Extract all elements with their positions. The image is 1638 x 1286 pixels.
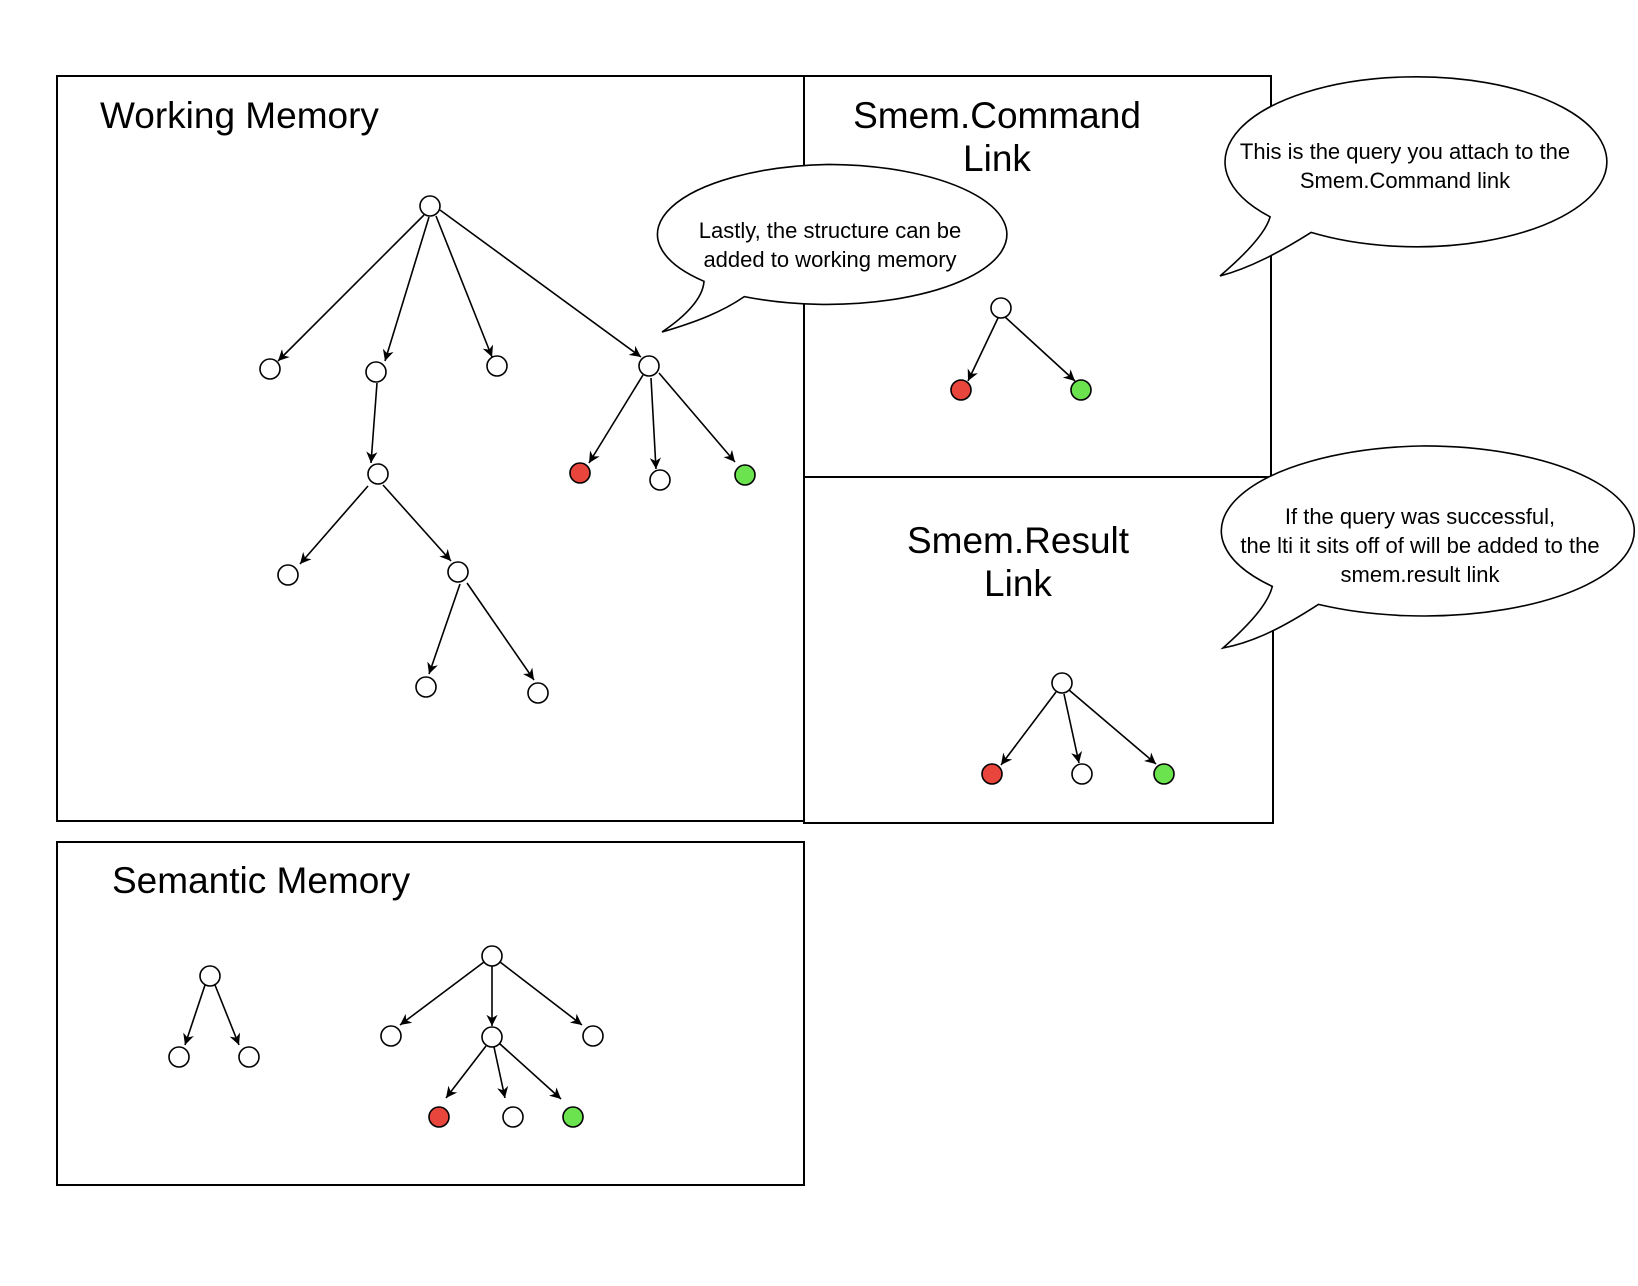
working-memory-edges <box>277 209 736 681</box>
tree-node-green <box>562 1106 584 1128</box>
callout-line: the lti it sits off of will be added to … <box>1240 533 1599 558</box>
tree-node <box>380 1025 402 1047</box>
speech-bubble <box>1219 75 1608 277</box>
tree-node-green <box>1070 379 1092 401</box>
tree-edge <box>588 374 644 464</box>
tree-node <box>486 355 508 377</box>
smem-command-callout: This is the query you attach to the Smem… <box>1219 75 1608 277</box>
tree-node <box>502 1106 524 1128</box>
tree-edge <box>445 1045 487 1099</box>
tree-node-red <box>428 1106 450 1128</box>
callout-line: This is the query you attach to the <box>1240 139 1570 164</box>
tree-edge <box>967 317 999 382</box>
callout-line: Smem.Command link <box>1300 168 1511 193</box>
tree-edge <box>399 961 485 1026</box>
tree-node <box>1051 672 1073 694</box>
tree-edge <box>649 377 661 470</box>
tree-edge <box>427 583 461 675</box>
tree-node <box>419 195 441 217</box>
smem-command-tree <box>950 297 1092 401</box>
tree-node <box>168 1046 190 1068</box>
callout-line: If the query was successful, <box>1285 504 1555 529</box>
tree-node <box>415 676 437 698</box>
tree-node <box>365 361 387 383</box>
tree-edge <box>214 984 241 1046</box>
tree-node <box>481 945 503 967</box>
tree-node <box>527 682 549 704</box>
working-memory-panel <box>56 75 805 822</box>
tree-edge <box>1063 693 1083 764</box>
tree-edge <box>435 215 494 358</box>
tree-node <box>447 561 469 583</box>
tree-edge <box>466 582 535 681</box>
tree-edge <box>499 1043 562 1100</box>
smem-result-panel <box>803 476 1274 824</box>
semantic-memory-title: Semantic Memory <box>112 860 411 901</box>
tree-edge <box>658 372 736 463</box>
tree-edge <box>183 984 206 1046</box>
tree-node <box>238 1046 260 1068</box>
callout-line: Lastly, the structure can be <box>699 218 962 243</box>
smem-command-title-line2: Link <box>963 138 1031 179</box>
tree-node-red <box>950 379 972 401</box>
smem-result-title-line1: Smem.Result <box>907 520 1130 561</box>
working-memory-title: Working Memory <box>100 95 379 136</box>
tree-node-red <box>981 763 1003 785</box>
callout-line: added to working memory <box>703 247 956 272</box>
working-memory-tree <box>259 195 756 704</box>
tree-node-red <box>569 462 591 484</box>
tree-edge <box>439 209 642 358</box>
smem-result-callout: If the query was successful, the lti it … <box>1220 445 1636 650</box>
tree-node <box>649 469 671 491</box>
tree-node <box>990 297 1012 319</box>
smem-result-title-line2: Link <box>984 563 1052 604</box>
tree-node <box>582 1025 604 1047</box>
callout-line: smem.result link <box>1341 562 1501 587</box>
tree-edge <box>1068 689 1157 765</box>
tree-edge <box>366 382 378 464</box>
tree-edge <box>277 214 425 362</box>
tree-node <box>259 358 281 380</box>
tree-edge <box>1003 315 1076 382</box>
semantic-memory-large-tree <box>380 945 604 1128</box>
tree-node-green <box>734 464 756 486</box>
smem-result-tree <box>981 672 1175 785</box>
tree-node <box>199 965 221 987</box>
tree-edge <box>382 484 452 562</box>
smem-command-title-line1: Smem.Command <box>853 95 1141 136</box>
tree-edge <box>1000 691 1057 766</box>
tree-node <box>1071 763 1093 785</box>
semantic-memory-panel <box>56 841 805 1186</box>
tree-node <box>638 355 660 377</box>
tree-node <box>367 463 389 485</box>
speech-bubble <box>656 163 1008 333</box>
tree-edge <box>299 485 369 565</box>
tree-edge <box>499 961 583 1026</box>
tree-node <box>277 564 299 586</box>
tree-edge <box>493 1046 509 1099</box>
speech-bubble <box>1220 445 1636 650</box>
tree-node-green <box>1153 763 1175 785</box>
working-memory-nodes <box>259 195 756 704</box>
working-memory-callout: Lastly, the structure can be added to wo… <box>656 163 1008 333</box>
semantic-memory-small-tree <box>168 965 260 1068</box>
tree-edge <box>382 216 430 362</box>
tree-node <box>481 1026 503 1048</box>
